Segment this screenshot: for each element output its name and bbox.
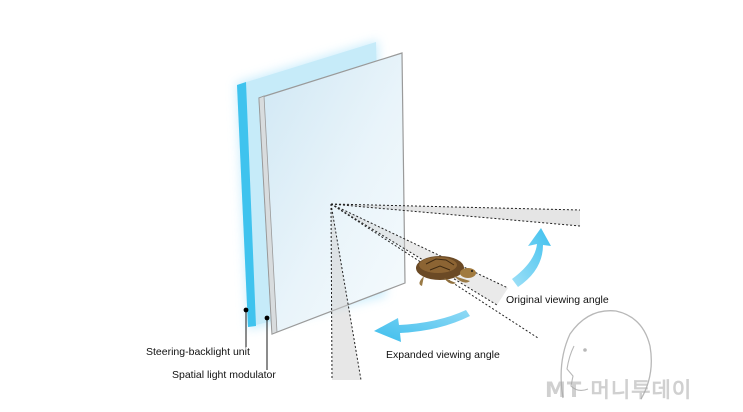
expanded-viewing-angle-label: Expanded viewing angle — [386, 349, 500, 361]
viewer-head-outline-icon — [560, 310, 652, 400]
watermark-logo: MT 머니투데이 — [545, 378, 693, 402]
steering-backlight-label: Steering-backlight unit — [146, 346, 250, 358]
expansion-arrow-lower — [374, 310, 470, 342]
spatial-light-modulator — [258, 52, 406, 335]
expansion-arrow-upper — [512, 228, 551, 287]
sea-turtle-icon — [416, 256, 476, 286]
label-leaders — [243, 307, 270, 370]
original-viewing-angle-label: Original viewing angle — [506, 294, 609, 306]
spatial-light-modulator-label: Spatial light modulator — [172, 369, 276, 381]
